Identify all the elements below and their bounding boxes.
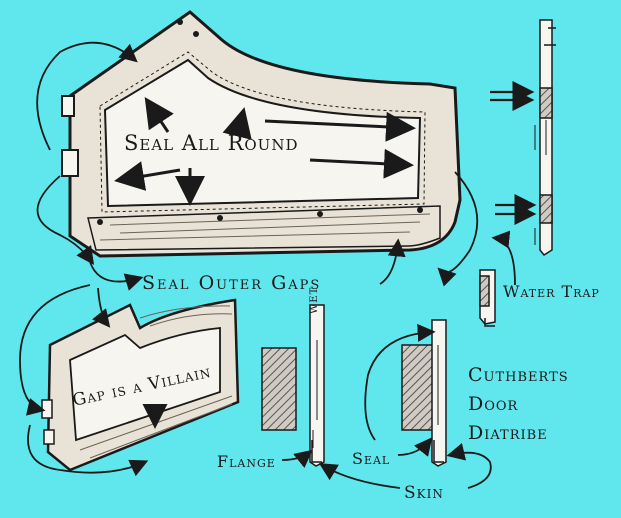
- title-line-3: Diatribe: [468, 422, 548, 444]
- section-label-arrows: [281, 323, 492, 489]
- seal-label: Seal: [352, 449, 391, 468]
- title-line-2: Door: [468, 393, 519, 415]
- flow-arrows: [490, 81, 537, 225]
- water-trap-profile: [479, 269, 496, 327]
- main-door-window: [103, 58, 422, 208]
- title-line-1: Cuthberts: [468, 364, 569, 386]
- seal-section: [401, 319, 447, 467]
- main-door-wood-grain: [99, 213, 431, 241]
- seal-all-round-label: Seal All Round: [124, 131, 299, 155]
- main-door-window-seal: [99, 51, 426, 213]
- main-door-hinge: [61, 149, 79, 177]
- small-door-seal-arrows: [19, 284, 149, 477]
- flange-label: Flange: [217, 452, 276, 471]
- main-door-rivets: [97, 19, 423, 225]
- water-trap-arrow: [491, 230, 516, 286]
- diagram-title: Cuthberts Door Diatribe: [468, 361, 569, 448]
- skin-label: Skin: [404, 483, 444, 503]
- small-door: [41, 298, 240, 472]
- seal-all-round-arrows: [114, 97, 416, 206]
- main-door: [61, 10, 462, 258]
- small-door-hinge: [41, 399, 53, 419]
- small-door-window: [69, 327, 221, 442]
- small-door-grain: [79, 305, 233, 459]
- small-door-handle: [43, 429, 55, 445]
- flange-section: [261, 304, 325, 467]
- main-door-seal-arrows: [36, 41, 479, 291]
- main-door-lower-panel: [87, 205, 441, 251]
- water-trap-label: Water Trap: [503, 282, 600, 301]
- seal-outer-gaps-label: Seal Outer Gaps: [142, 272, 322, 294]
- main-door-handle: [61, 95, 75, 117]
- wet-label: WET: [309, 286, 320, 314]
- upper-section-profile: [534, 19, 556, 256]
